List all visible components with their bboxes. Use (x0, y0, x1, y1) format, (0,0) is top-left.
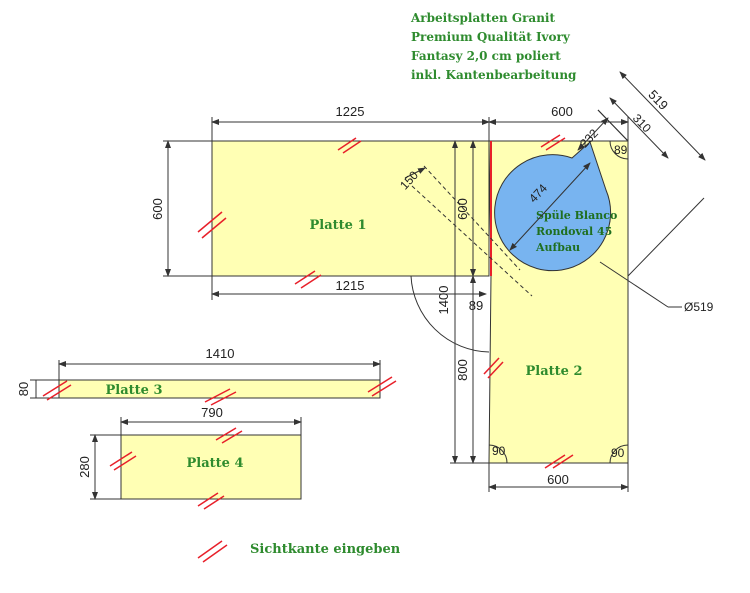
dim-p2-top: 600 (551, 104, 573, 119)
dim-sink-diameter: Ø519 (684, 300, 714, 314)
dim-total-height: 1400 (436, 286, 451, 315)
dim-p3-width: 1410 (206, 346, 235, 361)
angle-label-1: 89 (614, 143, 628, 157)
plate-2-label: Platte 2 (526, 364, 583, 379)
header-line-4: inkl. Kantenbearbeitung (411, 68, 577, 82)
dim-lower-height: 800 (455, 359, 470, 381)
dim-p4-width: 790 (201, 405, 223, 420)
dim-inner-89: 89 (469, 298, 483, 313)
header-line-1: Arbeitsplatten Granit (411, 11, 556, 25)
dim-p1-right: 600 (455, 198, 470, 220)
edge-marks (42, 134, 574, 563)
dim-p2-bottom: 600 (547, 472, 569, 487)
dim-diag-519: 519 (645, 87, 671, 113)
plate-1[interactable] (211, 140, 490, 277)
header-line-2: Premium Qualität Ivory (411, 30, 570, 44)
dim-p1-bottom: 1215 (336, 278, 365, 293)
plate-3[interactable] (58, 379, 381, 399)
sink-line-3: Aufbau (535, 241, 580, 254)
plate-3-label: Platte 3 (106, 383, 163, 398)
sink-line-2: Rondoval 45 (536, 225, 612, 238)
dim-diag-310: 310 (630, 111, 654, 135)
dim-p1-width: 1225 (336, 104, 365, 119)
dim-p4-height: 280 (77, 456, 92, 478)
dim-p3-height: 80 (16, 382, 31, 396)
legend-label: Sichtkante eingeben (250, 542, 401, 557)
header-line-3: Fantasy 2,0 cm poliert (411, 49, 561, 63)
angle-label-3: 90 (611, 446, 625, 460)
plate-4-label: Platte 4 (187, 456, 244, 471)
dim-p1-height: 600 (150, 198, 165, 220)
header-description: Arbeitsplatten Granit Premium Qualität I… (411, 9, 711, 85)
plate-4[interactable] (120, 434, 302, 500)
plate-1-label: Platte 1 (310, 218, 367, 233)
sink-line-1: Spüle Blanco (536, 209, 617, 222)
angle-label-2: 90 (492, 444, 506, 458)
